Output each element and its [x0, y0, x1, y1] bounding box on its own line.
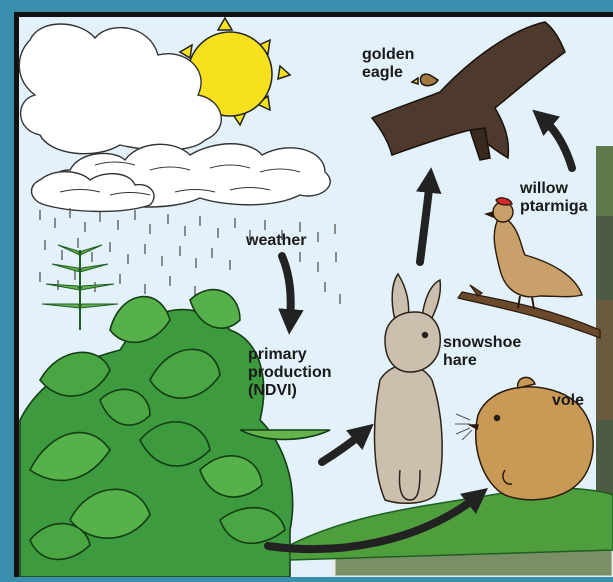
node-vole: vole	[552, 392, 584, 410]
node-golden-eagle: golden eagle	[362, 46, 414, 82]
node-willow-ptarmigan: willow ptarmiga	[520, 180, 588, 216]
node-snowshoe-hare: snowshoe hare	[443, 334, 521, 370]
node-weather: weather	[246, 232, 306, 250]
node-primary-production: primary production (NDVI)	[248, 346, 332, 400]
